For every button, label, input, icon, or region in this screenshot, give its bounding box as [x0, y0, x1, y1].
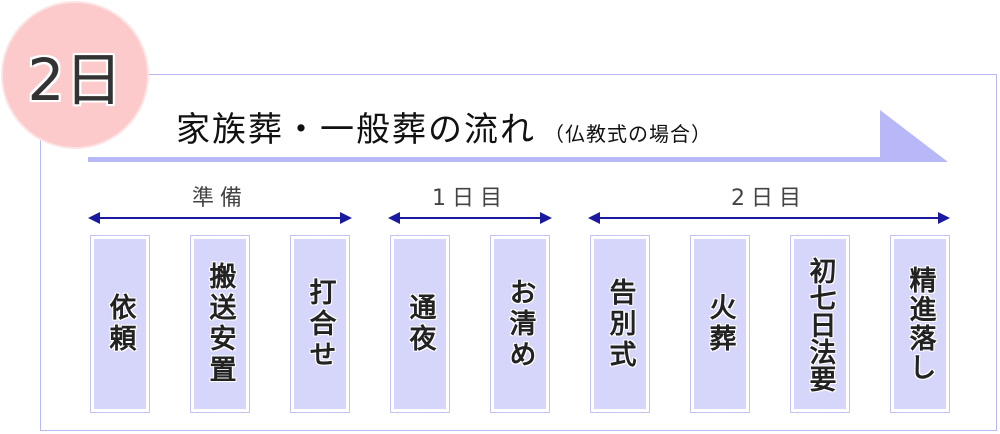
step-label: 初七日法要 — [804, 256, 836, 392]
step-box: 通夜 — [390, 235, 450, 413]
group-arrow-preparation — [88, 212, 352, 224]
group-label-day2: 2日目 — [731, 186, 807, 211]
step-label: 打合せ — [304, 277, 336, 371]
title-underline — [88, 157, 948, 162]
step-label: 搬送安置 — [204, 262, 236, 386]
step-box: 打合せ — [290, 235, 350, 413]
step-box: お清め — [490, 235, 550, 413]
step-label: 火葬 — [704, 293, 736, 355]
group-arrow-day2 — [588, 212, 950, 224]
diagram-frame — [40, 74, 997, 431]
group-label-preparation: 準備 — [191, 186, 248, 211]
step-box: 依頼 — [90, 235, 150, 413]
step-label: 告別式 — [604, 277, 636, 371]
day-badge: 2日 — [1, 1, 149, 149]
step-label: 依頼 — [104, 293, 136, 355]
page-title: 家族葬・一般葬の流れ （仏教式の場合） — [176, 102, 712, 151]
step-box: 火葬 — [690, 235, 750, 413]
step-label: 精進落し — [904, 266, 936, 382]
step-box: 初七日法要 — [790, 235, 850, 413]
flow-arrow-head-icon — [880, 110, 948, 162]
step-box: 精進落し — [890, 235, 950, 413]
step-box: 搬送安置 — [190, 235, 250, 413]
step-label: 通夜 — [404, 293, 436, 355]
title-sub: （仏教式の場合） — [544, 122, 712, 146]
title-main: 家族葬・一般葬の流れ — [176, 110, 536, 150]
group-label-day1: 1日目 — [432, 186, 508, 211]
step-box: 告別式 — [590, 235, 650, 413]
step-label: お清め — [504, 277, 536, 371]
group-arrow-day1 — [388, 212, 552, 224]
